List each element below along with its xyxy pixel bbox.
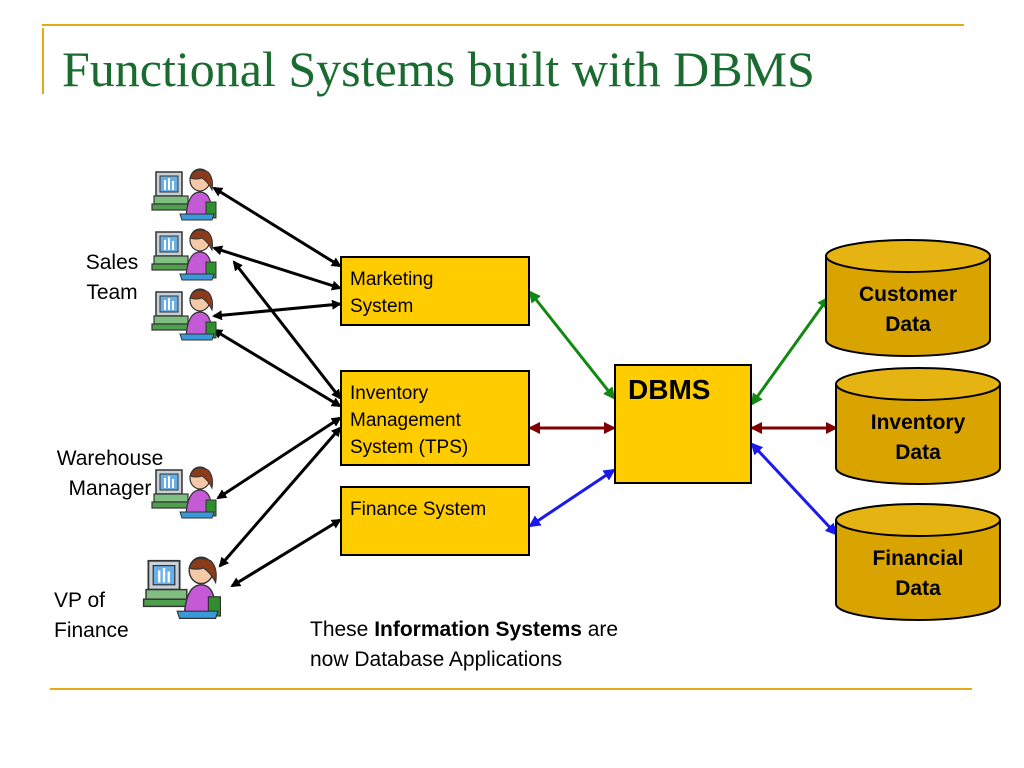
label-sales-team: Sales Team (85, 251, 139, 304)
financial-data-label: Financial Data (872, 547, 964, 600)
inventory-data-label: Inventory Data (870, 411, 966, 464)
caption-bold: Information Systems (374, 618, 582, 641)
computer-user-icon (151, 228, 217, 281)
caption-suffix: are (581, 618, 619, 641)
arrow-sales3-marketing (212, 299, 342, 321)
arrow-dbms-customer (750, 296, 830, 406)
finance-system-box: Finance System (340, 486, 530, 556)
label-vp-finance: VP of Finance (54, 589, 129, 642)
inventory-data-cylinder (835, 367, 1001, 485)
computer-user-icon (151, 168, 217, 221)
title-rule-left (42, 28, 44, 94)
arrow-sales3-inventory (212, 328, 342, 408)
computer-user-icon (151, 288, 217, 341)
arrow-dbms-financial (750, 442, 838, 536)
arrow-vp-inventory (218, 426, 342, 568)
inventory-system-box: Inventory Management System (TPS) (340, 370, 530, 466)
customer-data-cylinder (825, 239, 991, 357)
arrow-vp-finance (230, 518, 342, 588)
customer-data-label: Customer Data (858, 283, 958, 336)
arrow-warehouse-inventory (216, 416, 342, 500)
financial-data-cylinder (835, 503, 1001, 621)
title-rule-top (42, 24, 964, 26)
arrow-marketing-dbms (528, 290, 616, 400)
caption-line2: now Database Applications (310, 648, 563, 671)
marketing-system-box: Marketing System (340, 256, 530, 326)
caption: These Information Systems are now Databa… (310, 615, 618, 675)
label-warehouse-manager: Warehouse Manager (56, 447, 164, 500)
caption-prefix: These (310, 618, 375, 641)
dbms-box: DBMS (614, 364, 752, 484)
arrow-finance-dbms (528, 468, 616, 528)
slide-title: Functional Systems built with DBMS (62, 41, 815, 97)
bottom-rule (50, 688, 972, 690)
